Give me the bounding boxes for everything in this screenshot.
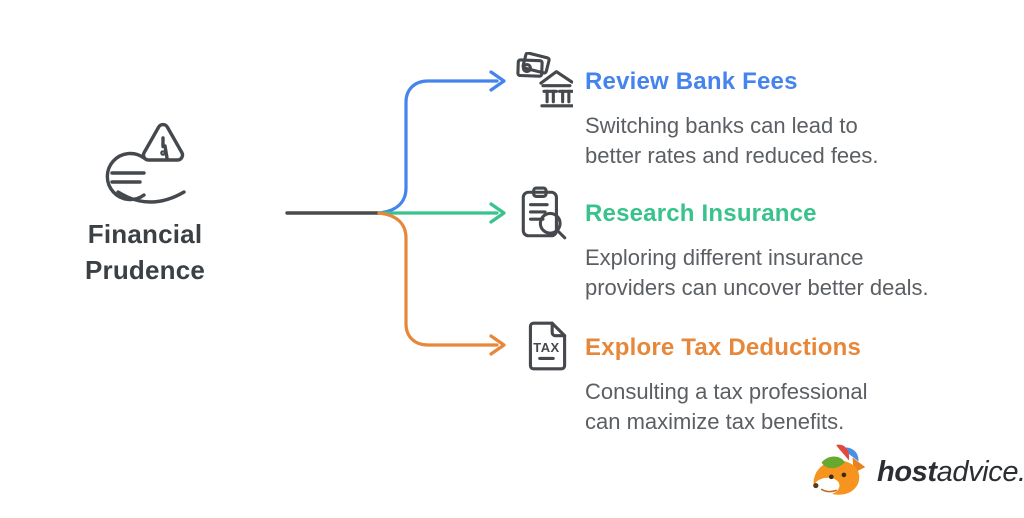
desc-line-2: can maximize tax benefits.: [585, 408, 845, 434]
desc-line-2: better rates and reduced fees.: [585, 142, 879, 168]
logo-text-host: host: [877, 455, 937, 488]
desc-line-2: providers can uncover better deals.: [585, 274, 929, 300]
branch-description-explore-tax-deductions: Consulting a tax professional can maximi…: [585, 377, 868, 436]
desc-line-1: Consulting a tax professional: [585, 379, 868, 404]
center-label-line1: Financial: [87, 219, 203, 249]
tax-document-icon: TAX: [518, 317, 576, 375]
hostadvice-fox-icon: [813, 444, 866, 496]
connector-blue: [377, 79, 499, 215]
hostadvice-logo: hostadvice.: [810, 442, 1024, 502]
branch-description-review-bank-fees: Switching banks can lead to better rates…: [585, 111, 879, 170]
connector-green-arrowhead: [489, 202, 506, 224]
connector-orange-arrowhead: [489, 334, 506, 356]
branch-title-research-insurance: Research Insurance: [585, 200, 817, 227]
branch-title-review-bank-fees: Review Bank Fees: [585, 68, 798, 95]
tax-icon-text: TAX: [533, 340, 559, 355]
hostadvice-logo-text: hostadvice.: [877, 456, 1024, 489]
euro-alert-icon: [98, 108, 202, 212]
branch-description-research-insurance: Exploring different insurance providers …: [585, 243, 929, 302]
center-node-label: Financial Prudence: [40, 216, 250, 288]
bank-money-icon: [515, 51, 575, 110]
center-label-line2: Prudence: [84, 255, 206, 285]
clipboard-search-icon: [515, 185, 573, 243]
desc-line-1: Exploring different insurance: [585, 245, 864, 270]
logo-text-advice: advice.: [936, 455, 1024, 488]
branch-title-explore-tax-deductions: Explore Tax Deductions: [585, 334, 862, 361]
desc-line-1: Switching banks can lead to: [585, 113, 858, 138]
connector-blue-arrowhead: [489, 70, 506, 92]
connector-orange: [377, 211, 499, 347]
